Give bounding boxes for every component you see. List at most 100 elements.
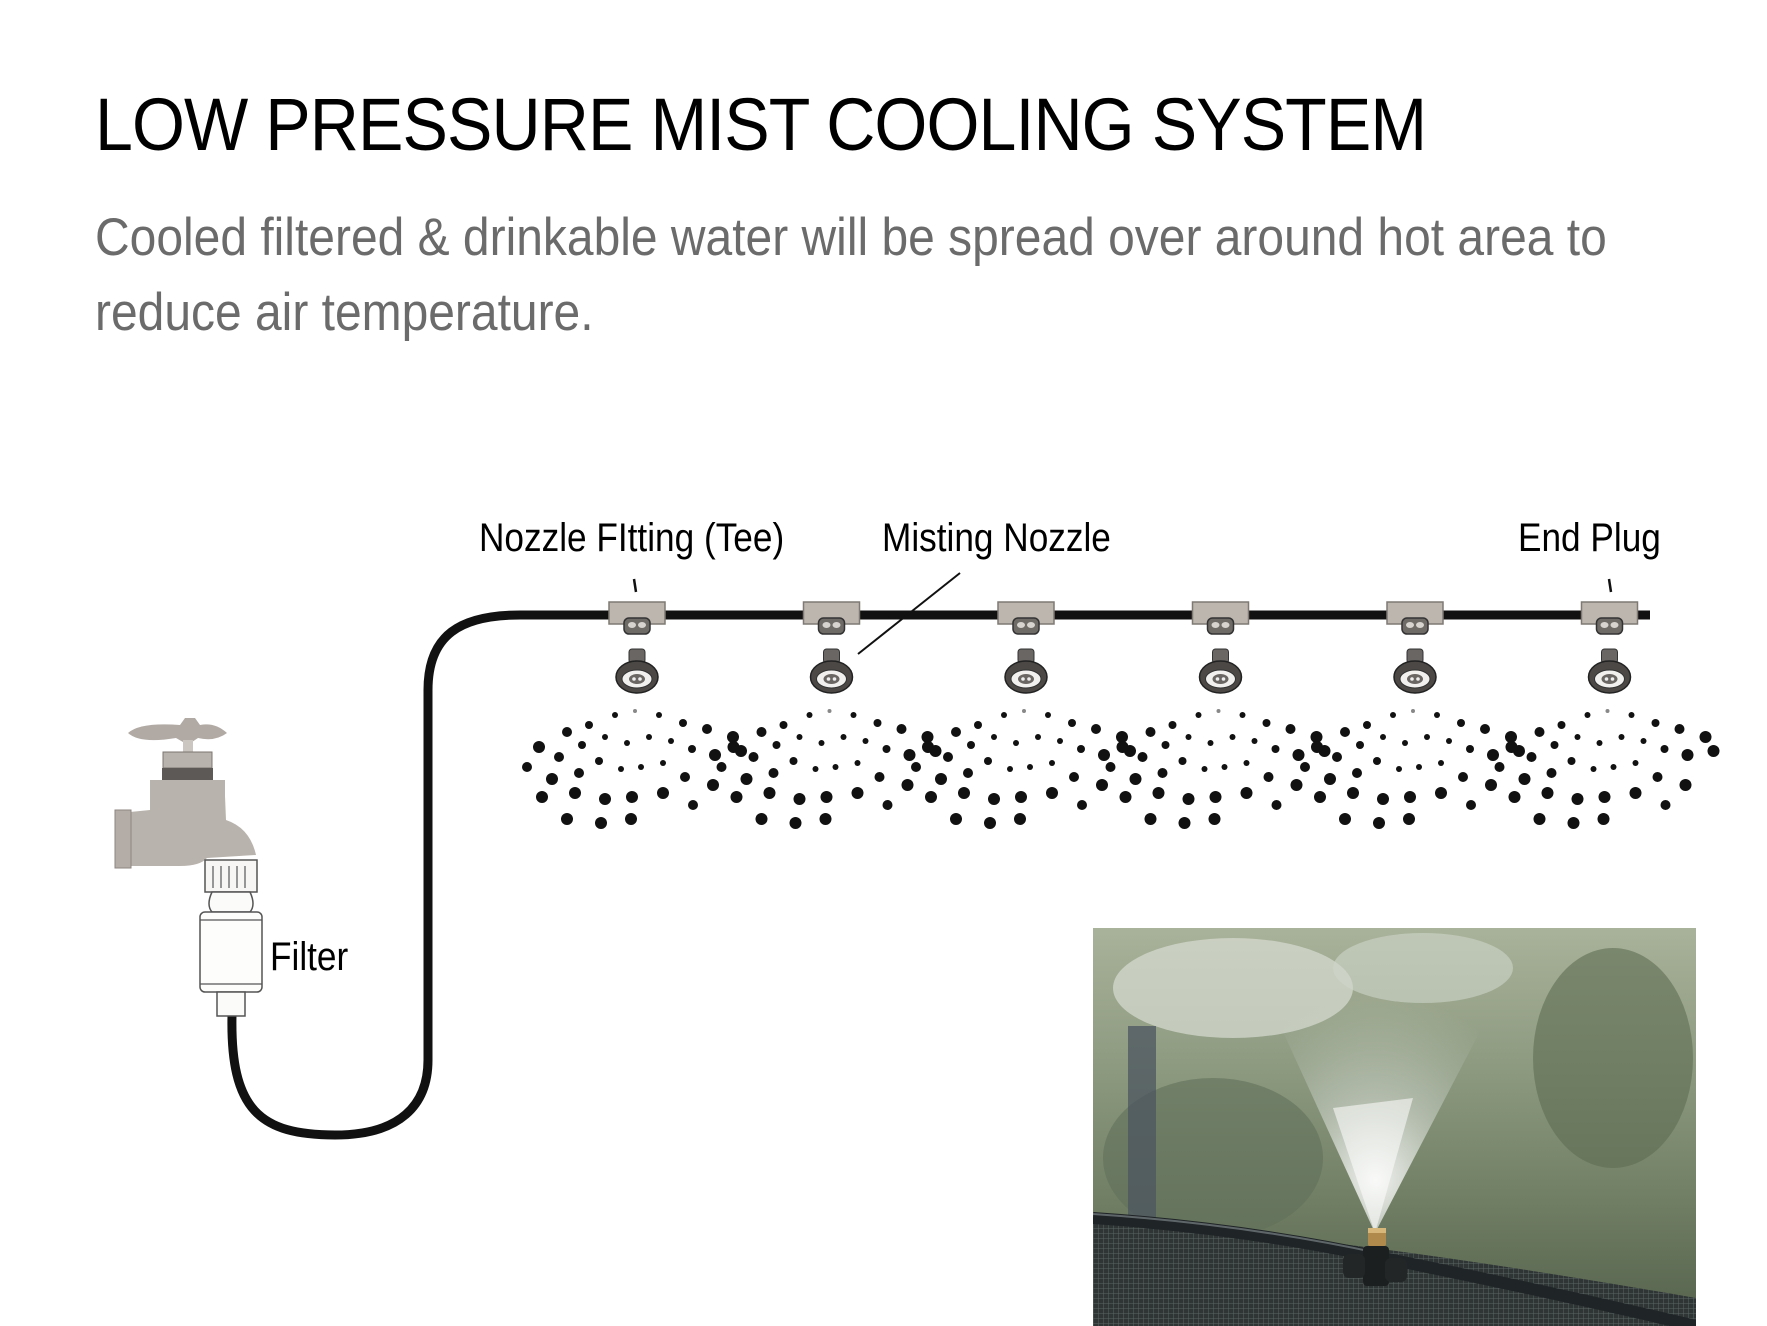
water-droplet — [793, 793, 806, 805]
water-droplet — [911, 762, 921, 772]
water-droplet — [796, 734, 803, 740]
water-droplet — [963, 768, 973, 778]
nozzle-leader-line — [857, 572, 961, 655]
water-droplet — [1178, 817, 1191, 829]
water-droplet — [1508, 791, 1521, 803]
water-droplet — [688, 745, 696, 753]
water-droplet — [1485, 779, 1497, 791]
water-droplet — [1240, 787, 1253, 799]
water-droplet — [1651, 719, 1660, 727]
water-droplet — [679, 719, 687, 727]
water-droplet — [1533, 813, 1546, 825]
water-droplet — [812, 766, 819, 772]
water-droplet — [569, 787, 581, 799]
water-droplet — [1373, 757, 1381, 765]
water-droplet — [862, 738, 869, 744]
water-droplet — [1096, 779, 1108, 791]
water-droplet — [1550, 741, 1559, 749]
water-droplet — [1707, 745, 1720, 757]
water-droplet — [1373, 817, 1385, 829]
water-droplet — [656, 712, 662, 718]
water-droplet — [612, 712, 618, 718]
water-droplet — [1518, 773, 1531, 785]
water-droplet — [1098, 749, 1110, 761]
water-droplet — [1402, 740, 1408, 746]
water-droplet — [1285, 724, 1296, 734]
water-droplet — [1105, 762, 1116, 772]
water-droplet — [903, 749, 916, 761]
water-droplet — [1161, 741, 1170, 749]
water-droplet — [727, 741, 740, 753]
water-droplet — [585, 721, 593, 729]
water-droplet — [1068, 719, 1076, 727]
water-droplet — [1027, 764, 1033, 770]
water-droplet — [806, 712, 813, 718]
water-droplet — [820, 791, 833, 803]
water-droplet — [1679, 779, 1692, 791]
water-droplet — [1292, 749, 1305, 761]
water-droplet — [1271, 745, 1280, 753]
water-droplet — [772, 741, 781, 749]
water-droplet — [533, 741, 545, 753]
water-droplet — [574, 768, 584, 778]
water-droplet — [1007, 766, 1013, 772]
water-droplet — [1209, 791, 1222, 803]
water-droplet — [1660, 800, 1671, 810]
water-droplet — [546, 773, 558, 785]
misting-nozzle-icon — [615, 648, 659, 694]
water-droplet — [873, 719, 882, 727]
water-droplet — [522, 762, 532, 772]
tee-leader-line — [632, 578, 638, 593]
water-droplet — [595, 817, 607, 829]
water-droplet — [1077, 745, 1085, 753]
water-droplet — [1390, 712, 1396, 718]
water-droplet — [716, 762, 727, 772]
water-droplet — [755, 813, 768, 825]
water-droplet — [974, 721, 982, 729]
water-droplet — [561, 813, 573, 825]
water-droplet — [1251, 738, 1258, 744]
water-droplet — [925, 791, 937, 803]
water-droplet — [789, 757, 798, 765]
water-droplet — [625, 813, 637, 825]
water-droplet — [1434, 712, 1440, 718]
water-droplet — [1605, 709, 1610, 713]
water-droplet — [1001, 712, 1007, 718]
water-droplet — [1045, 712, 1051, 718]
water-droplet — [1674, 724, 1685, 734]
misting-nozzle-icon — [1587, 648, 1632, 694]
water-droplet — [1640, 738, 1647, 744]
water-droplet — [1229, 734, 1236, 740]
water-droplet — [1152, 787, 1165, 799]
water-droplet — [967, 741, 975, 749]
water-droplet — [1632, 760, 1639, 766]
water-droplet — [1014, 813, 1026, 825]
water-droplet — [1144, 813, 1157, 825]
water-droplet — [882, 745, 891, 753]
water-droplet — [1262, 719, 1271, 727]
water-droplet — [660, 760, 666, 766]
water-droplet — [1022, 709, 1026, 713]
water-droplet — [1168, 721, 1177, 729]
water-droplet — [626, 791, 638, 803]
end-plug-icon — [1580, 601, 1639, 635]
water-droplet — [768, 768, 779, 778]
water-droplet — [1339, 813, 1351, 825]
water-droplet — [1438, 760, 1444, 766]
water-droplet — [1243, 760, 1250, 766]
water-droplet — [1046, 787, 1058, 799]
water-droplet — [1347, 787, 1359, 799]
water-droplet — [618, 766, 624, 772]
water-droplet — [680, 772, 690, 782]
water-spray-icon — [522, 709, 747, 829]
water-droplet — [1015, 791, 1027, 803]
water-droplet — [1505, 741, 1518, 753]
water-droplet — [1311, 741, 1323, 753]
water-droplet — [1314, 791, 1326, 803]
water-droplet — [1185, 734, 1192, 740]
water-spray-icon — [1494, 709, 1720, 829]
water-droplet — [1416, 764, 1422, 770]
water-droplet — [1404, 791, 1416, 803]
water-droplet — [638, 764, 644, 770]
tee-fitting-icon — [997, 601, 1055, 635]
